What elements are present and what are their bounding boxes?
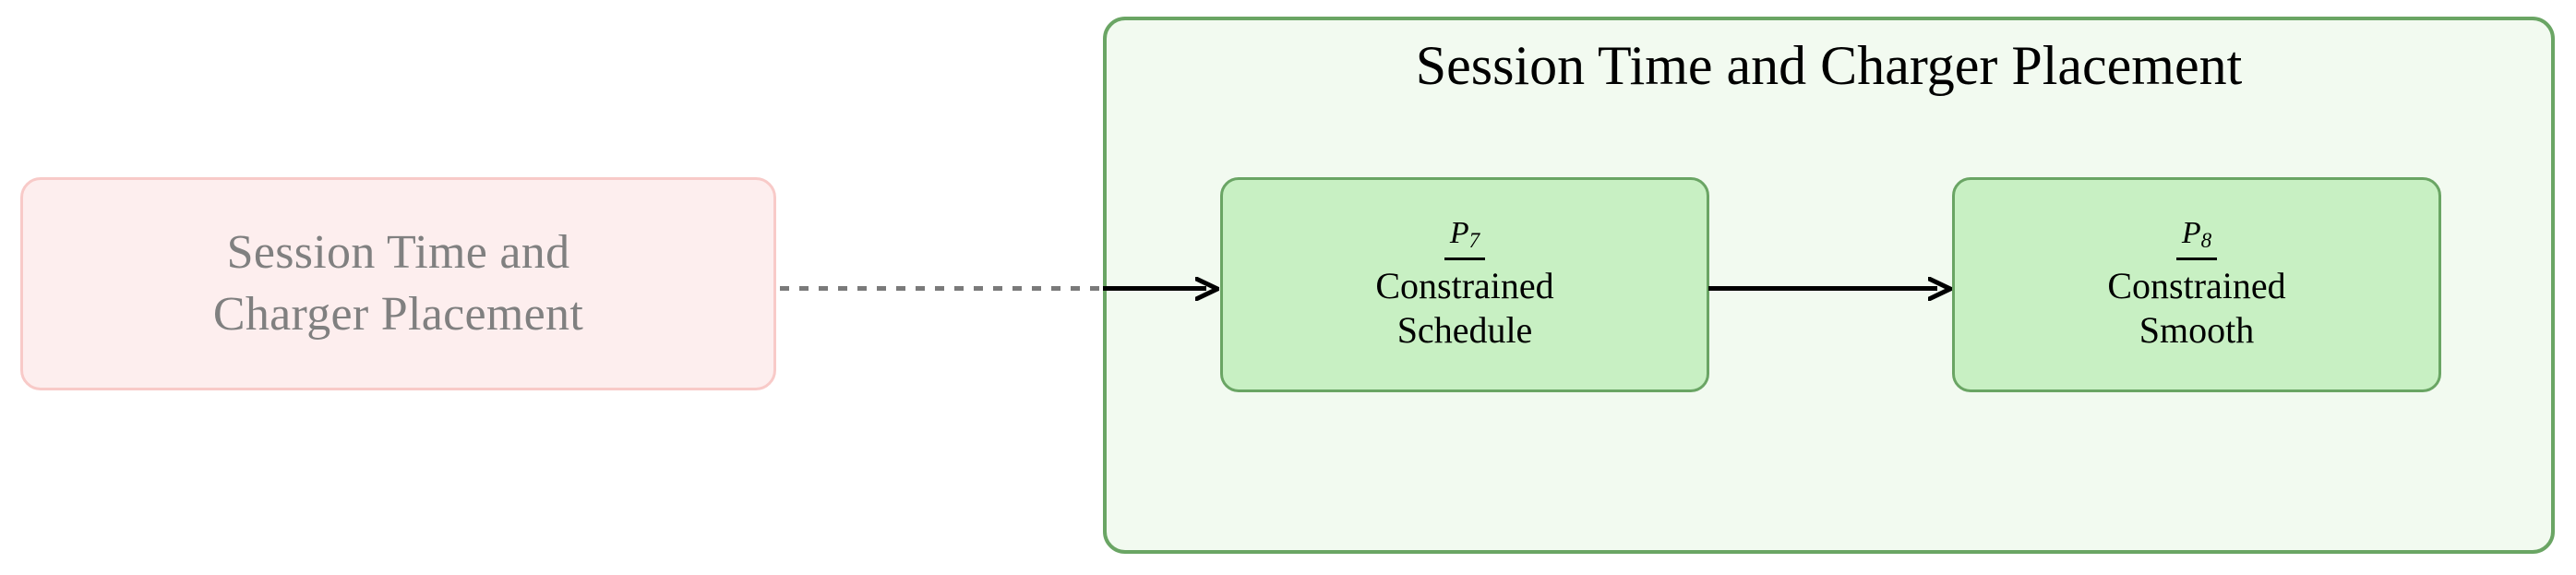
arrowhead-icon xyxy=(1928,277,1952,301)
arrow-group-to-p7 xyxy=(1103,270,1223,306)
process-tag-p7: P7 xyxy=(1444,216,1486,261)
process-label-p8: Constrained Smooth xyxy=(2107,264,2285,351)
process-label-line1: Constrained xyxy=(2107,265,2286,307)
external-node-label-line2: Charger Placement xyxy=(212,287,584,341)
group-title: Session Time and Charger Placement xyxy=(1415,35,2243,96)
arrowhead-icon xyxy=(1195,277,1219,301)
arrow-p7-to-p8 xyxy=(1708,270,1955,306)
process-tag-subscript: 7 xyxy=(1468,229,1480,254)
process-tag-base: P xyxy=(2181,216,2201,251)
process-tag-p8: P8 xyxy=(2175,216,2218,261)
external-node-session-time-charger-placement[interactable]: Session Time and Charger Placement xyxy=(20,177,776,390)
process-label-line2: Smooth xyxy=(2139,308,2255,351)
process-label-line2: Schedule xyxy=(1396,308,1533,351)
external-node-label-line1: Session Time and xyxy=(226,225,570,279)
process-label-line1: Constrained xyxy=(1375,265,1554,307)
arrow-shaft xyxy=(1708,286,1937,291)
dotted-connector-external-to-group xyxy=(780,286,1101,291)
process-tag-base: P xyxy=(1449,216,1469,251)
process-node-p7[interactable]: P7 Constrained Schedule xyxy=(1220,177,1709,392)
process-node-p8[interactable]: P8 Constrained Smooth xyxy=(1952,177,2441,392)
process-tag-subscript: 8 xyxy=(2200,229,2212,254)
process-label-p7: Constrained Schedule xyxy=(1375,264,1553,351)
arrow-shaft xyxy=(1103,286,1206,291)
